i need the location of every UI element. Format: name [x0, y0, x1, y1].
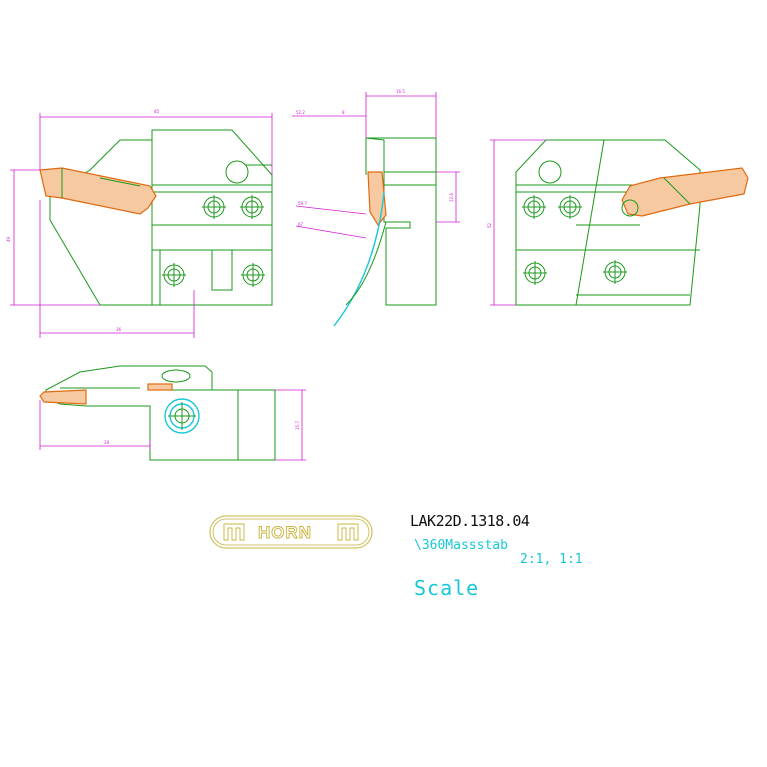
cutting-insert [39, 389, 87, 405]
tool-path-arc [333, 191, 385, 327]
dimension-lines [490, 139, 546, 306]
side-view: 16.5 52.2 8 59.7 67 12.6 [292, 89, 460, 327]
dimension-lines [39, 389, 306, 461]
dimension-lines [10, 113, 273, 338]
part-number: LAK22D.1318.04 [410, 512, 530, 530]
screw-hole [603, 260, 627, 284]
cutting-insert [39, 167, 157, 215]
screw-hole [240, 195, 264, 219]
front-view: 85 49 36 [6, 109, 273, 338]
screw-hole [162, 263, 186, 287]
screw-hole [522, 195, 546, 219]
rear-view-outline [515, 139, 701, 306]
scale-label: Scale [414, 576, 480, 600]
rear-height-dimension: 52 [487, 222, 492, 228]
plan-view-outline [45, 365, 276, 461]
plan-view: 28 15.7 [39, 365, 306, 461]
logo-brand-text: HORN [258, 523, 312, 542]
horn-logo: HORN [209, 515, 373, 549]
screw-hole [523, 261, 547, 285]
screw-head [164, 398, 200, 434]
side-left-dimension-b: 8 [342, 110, 345, 115]
side-angle-dimension-b: 67 [298, 222, 304, 227]
side-view-outline [365, 137, 437, 306]
plan-bottom-dimension: 28 [104, 440, 110, 445]
scale-values: 2:1, 1:1 [520, 552, 583, 567]
side-angle-dimension-a: 59.7 [298, 201, 307, 206]
side-left-dimension-a: 52.2 [296, 110, 305, 115]
front-view-outline [49, 129, 273, 306]
front-height-dimension: 49 [6, 236, 11, 242]
side-height-dimension: 12.6 [449, 193, 454, 202]
screw-hole [202, 195, 226, 219]
front-width-dimension: 85 [154, 109, 160, 114]
screw-hole [558, 195, 582, 219]
cutting-insert [621, 167, 749, 217]
scale-note: \360Massstab [414, 538, 508, 553]
front-bottom-width-dimension: 36 [116, 327, 122, 332]
rear-view: 52 [487, 139, 749, 306]
side-top-width-dimension: 16.5 [396, 89, 405, 94]
dimension-lines [292, 92, 460, 239]
screw-hole [241, 263, 265, 287]
plan-height-dimension: 15.7 [295, 421, 300, 430]
